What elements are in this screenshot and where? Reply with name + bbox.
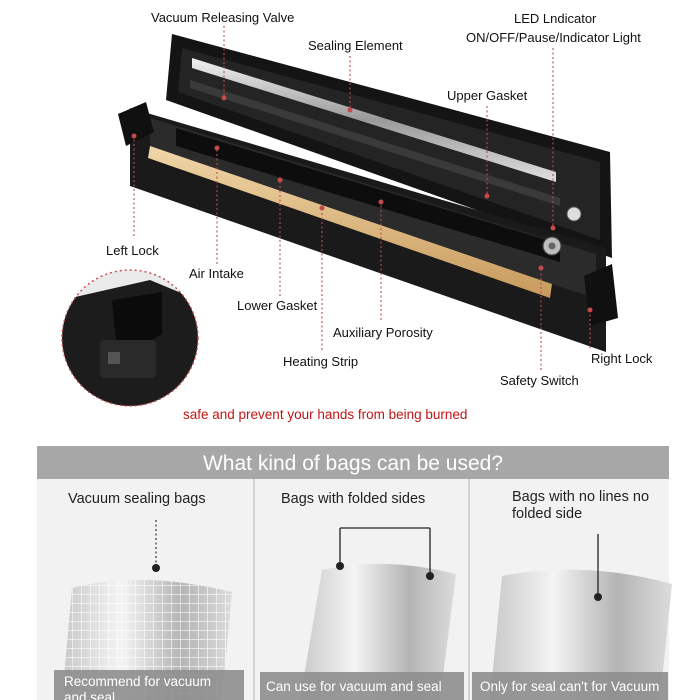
bag-2-title: Bags with folded sides — [281, 491, 425, 507]
label-auxiliary-porosity: Auxiliary Porosity — [333, 325, 433, 340]
right-lock-clip — [584, 264, 618, 326]
label-air-intake: Air Intake — [189, 266, 244, 281]
label-led-line2: ON/OFF/Pause/Indicator Light — [466, 30, 641, 45]
bag-column-2: Bags with folded sides Can use for vacuu… — [260, 491, 464, 700]
label-upper-gasket: Upper Gasket — [447, 88, 528, 103]
upper-gasket-strip — [190, 80, 560, 206]
bag-1-footer-line1: Recommend for vacuum — [64, 674, 211, 689]
label-right-lock: Right Lock — [591, 351, 653, 366]
bag-3-footer: Only for seal can't for Vacuum — [480, 679, 659, 694]
sealing-element-bar — [192, 58, 556, 182]
label-lower-gasket: Lower Gasket — [237, 298, 318, 313]
heating-strip-bar — [148, 146, 552, 298]
bag-3-title-line2: folded side — [512, 506, 582, 522]
label-led-line1: LED Lndicator — [514, 11, 597, 26]
bag-2-footer-band — [260, 672, 464, 700]
bag-column-1: Vacuum sealing bags Recommend for vacuum… — [54, 491, 244, 700]
bag-3-title-line1: Bags with no lines no — [512, 489, 649, 505]
leader-lines — [131, 26, 593, 370]
bags-header-title: What kind of bags can be used? — [203, 452, 503, 475]
led-indicator-button — [566, 206, 582, 222]
bag-1-footer-line2: and seal — [64, 690, 115, 700]
bag-3-footer-band — [472, 672, 668, 700]
label-left-lock: Left Lock — [106, 243, 159, 258]
bag-2-footer: Can use for vacuum and seal — [266, 679, 442, 694]
label-vacuum-valve: Vacuum Releasing Valve — [151, 10, 294, 25]
bag-column-3: Bags with no lines no folded side Only f… — [472, 489, 672, 700]
bag-3-image — [490, 569, 672, 700]
burn-warning-text: safe and prevent your hands from being b… — [183, 407, 467, 422]
bag-1-title: Vacuum sealing bags — [68, 491, 206, 507]
label-sealing-element: Sealing Element — [308, 38, 403, 53]
left-lock-clip — [118, 102, 154, 146]
bags-section: What kind of bags can be used? Vacuum se… — [37, 446, 672, 700]
lock-zoom-inset — [61, 269, 199, 407]
bag-2-image — [300, 563, 456, 700]
bags-header-band — [37, 446, 669, 479]
vacuum-sealer-device — [118, 34, 618, 352]
part-labels: Vacuum Releasing Valve Sealing Element L… — [106, 10, 653, 388]
vacuum-chamber — [176, 128, 560, 262]
label-heating-strip: Heating Strip — [283, 354, 358, 369]
label-safety-switch: Safety Switch — [500, 373, 579, 388]
bag-1-footer-band — [54, 670, 244, 700]
